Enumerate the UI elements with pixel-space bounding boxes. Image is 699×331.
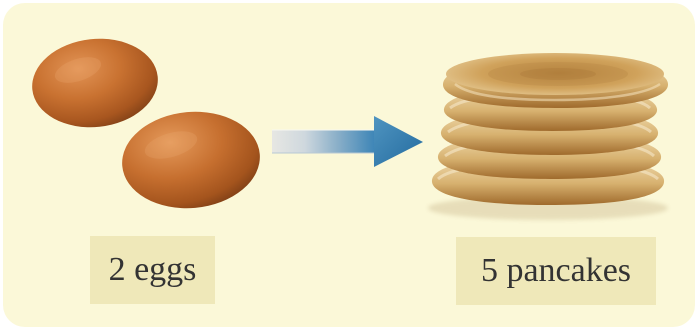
eggs-label-text: 2 eggs	[108, 251, 197, 288]
pancake	[442, 53, 669, 108]
pancakes-label: 5 pancakes	[456, 237, 656, 305]
pancakes-label-text: 5 pancakes	[480, 252, 632, 289]
egg-icon	[32, 38, 158, 128]
arrow-right-icon	[272, 116, 423, 167]
pancake-stack-icon	[428, 53, 669, 220]
egg-icon	[122, 111, 260, 209]
eggs-label: 2 eggs	[90, 236, 215, 304]
